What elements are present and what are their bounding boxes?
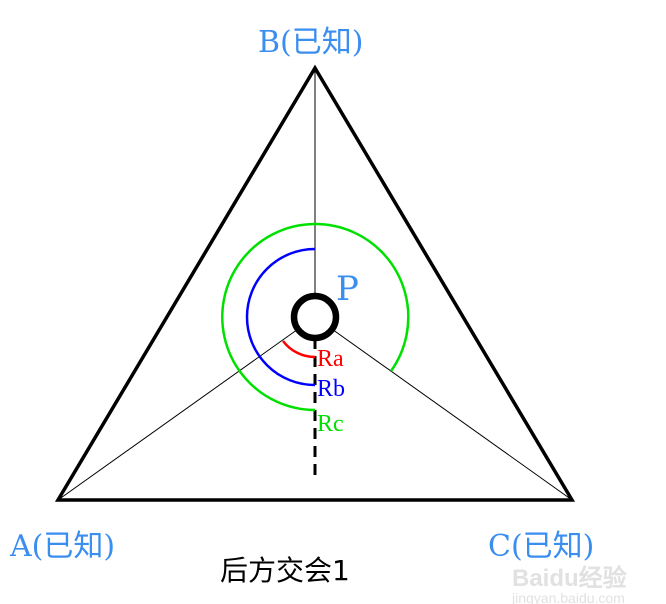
caption: 后方交会1 xyxy=(220,554,350,587)
line-p-c xyxy=(314,316,573,501)
label-c: C(已知) xyxy=(488,529,594,564)
label-rb: Rb xyxy=(317,376,345,402)
label-a: A(已知) xyxy=(9,529,115,564)
label-rc: Rc xyxy=(317,411,344,437)
label-ra: Ra xyxy=(317,346,344,372)
arc-rb xyxy=(245,247,316,387)
watermark-url: jingyan.baidu.com xyxy=(511,590,625,604)
triangle-abc xyxy=(54,64,576,502)
arc-rc xyxy=(221,222,410,412)
point-p xyxy=(290,292,340,342)
watermark-logo: Baidu经验 xyxy=(512,564,627,592)
label-b: B(已知) xyxy=(258,25,363,60)
arc-ra xyxy=(282,340,316,359)
label-p: P xyxy=(336,269,359,309)
line-p-a xyxy=(57,316,316,501)
